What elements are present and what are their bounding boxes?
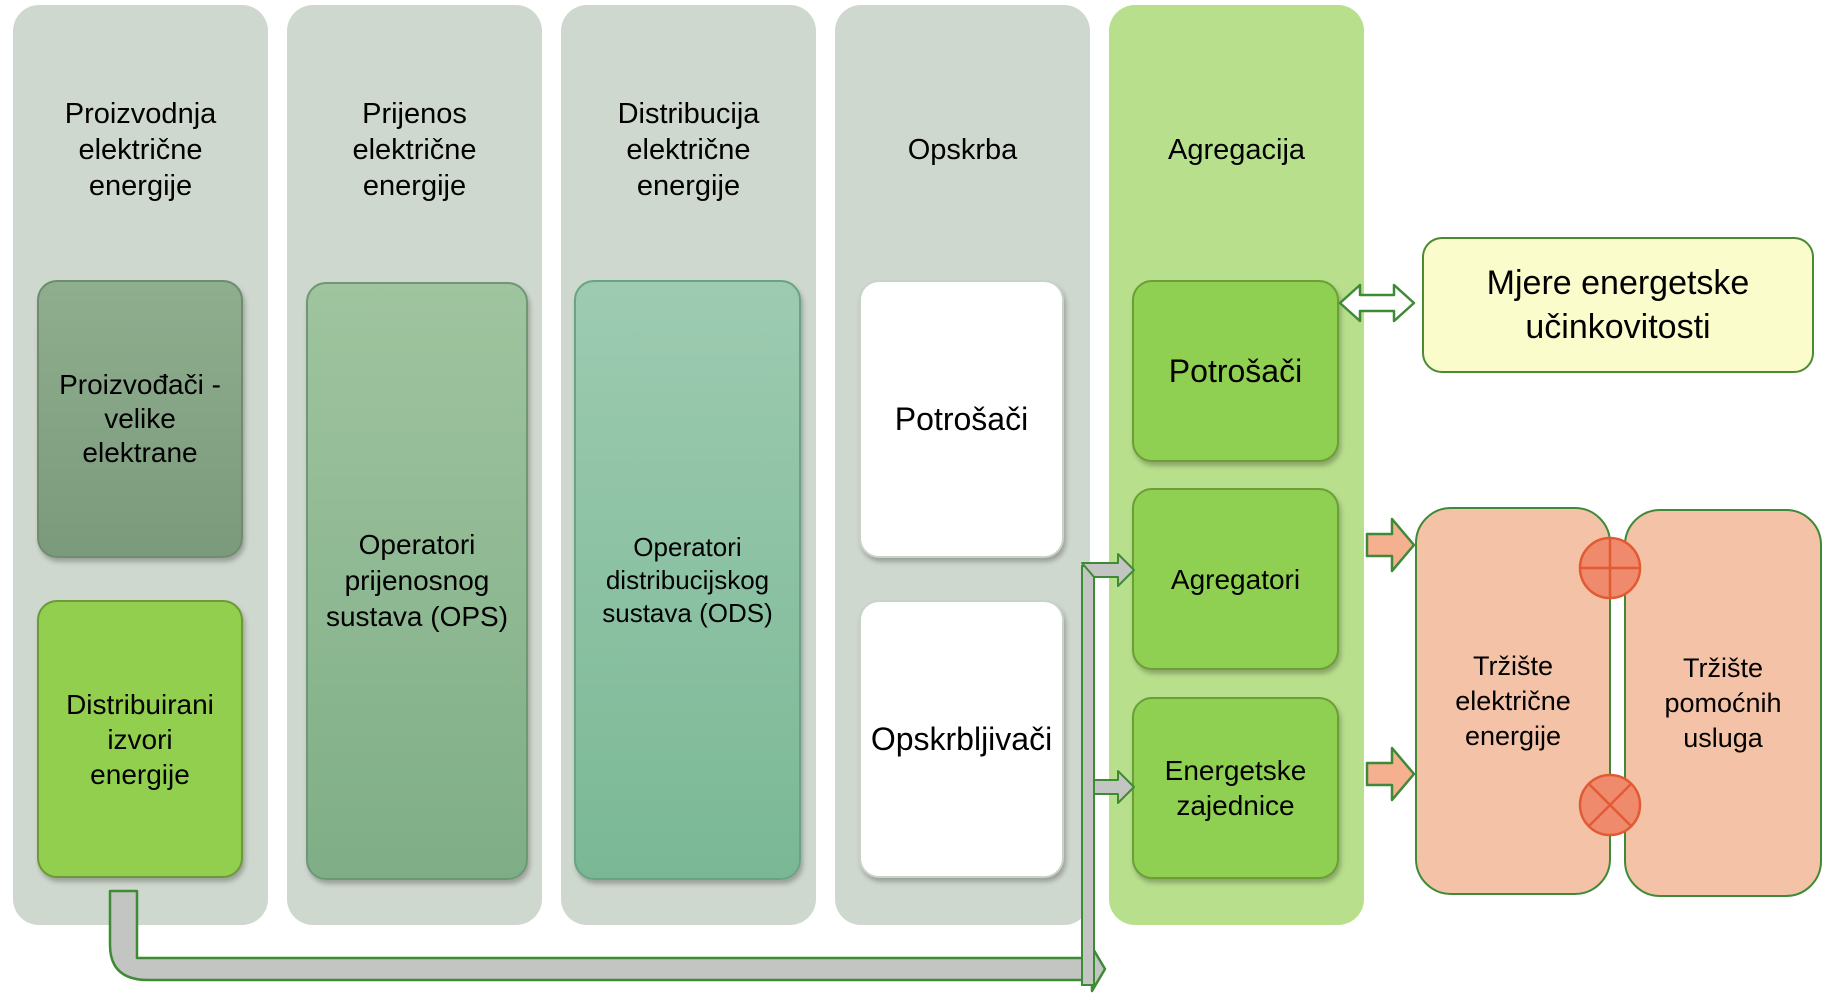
- trziste-elektricne-label: Tržište električne energije: [1455, 650, 1571, 751]
- gray-vertical-connector: [1081, 565, 1095, 986]
- box-ops-label: Operatori prijenosnog sustava (OPS): [325, 529, 509, 632]
- double-arrow-mjere: [1338, 283, 1416, 323]
- cross-circle-icon: [1578, 773, 1642, 837]
- box-potrosaci-opskrba: Potrošači: [859, 280, 1064, 558]
- box-agregatori-label: Agregatori: [1170, 563, 1301, 595]
- salmon-arrow-lower: [1365, 746, 1416, 802]
- box-potrosaci-opskrba-label: Potrošači: [894, 401, 1029, 437]
- gray-arrow-to-energetske-zajednice: [1093, 770, 1135, 804]
- box-distribuirani-label: Distribuirani izvori energije: [66, 688, 214, 790]
- mjere-label: Mjere energetske učinkovitosti: [1486, 264, 1750, 346]
- box-opskrbljivaci-label: Opskrbljivači: [870, 721, 1053, 757]
- box-mjere-energetske-ucinkovitosti: Mjere energetske učinkovitosti: [1422, 237, 1814, 373]
- box-energetske-zajednice-label: Energetske zajednice: [1164, 755, 1307, 821]
- column-title-distribucija: Distribucija električne energije: [617, 98, 760, 202]
- box-energetske-zajednice: Energetske zajednice: [1132, 697, 1339, 879]
- box-agregatori: Agregatori: [1132, 488, 1339, 670]
- plus-circle-icon: [1578, 536, 1642, 600]
- box-potrosaci-agregacija-label: Potrošači: [1168, 352, 1303, 389]
- box-opskrbljivaci: Opskrbljivači: [859, 600, 1064, 878]
- column-title-prijenos: Prijenos električne energije: [352, 98, 477, 202]
- salmon-arrow-upper: [1365, 517, 1416, 573]
- box-trziste-elektricne-energije: Tržište električne energije: [1415, 507, 1611, 895]
- box-ods-label: Operatori distribucijskog sustava (ODS): [602, 531, 773, 628]
- box-trziste-pomocnih-usluga: Tržište pomoćnih usluga: [1624, 509, 1822, 897]
- box-ods: Operatori distribucijskog sustava (ODS): [574, 280, 801, 880]
- box-potrosaci-agregacija: Potrošači: [1132, 280, 1339, 462]
- box-proizvodjaci-label: Proizvođači - velike elektrane: [59, 369, 221, 468]
- box-ops: Operatori prijenosnog sustava (OPS): [306, 282, 528, 880]
- column-title-proizvodnja: Proizvodnja električne energije: [64, 98, 217, 202]
- box-proizvodjaci: Proizvođači - velike elektrane: [37, 280, 243, 558]
- gray-arrow-bottom: [108, 889, 1107, 993]
- gray-arrow-to-agregatori: [1081, 553, 1135, 587]
- trziste-pomocnih-label: Tržište pomoćnih usluga: [1664, 652, 1782, 753]
- column-title-opskrba: Opskrba: [907, 134, 1018, 166]
- column-title-agregacija: Agregacija: [1167, 134, 1306, 166]
- box-distribuirani: Distribuirani izvori energije: [37, 600, 243, 878]
